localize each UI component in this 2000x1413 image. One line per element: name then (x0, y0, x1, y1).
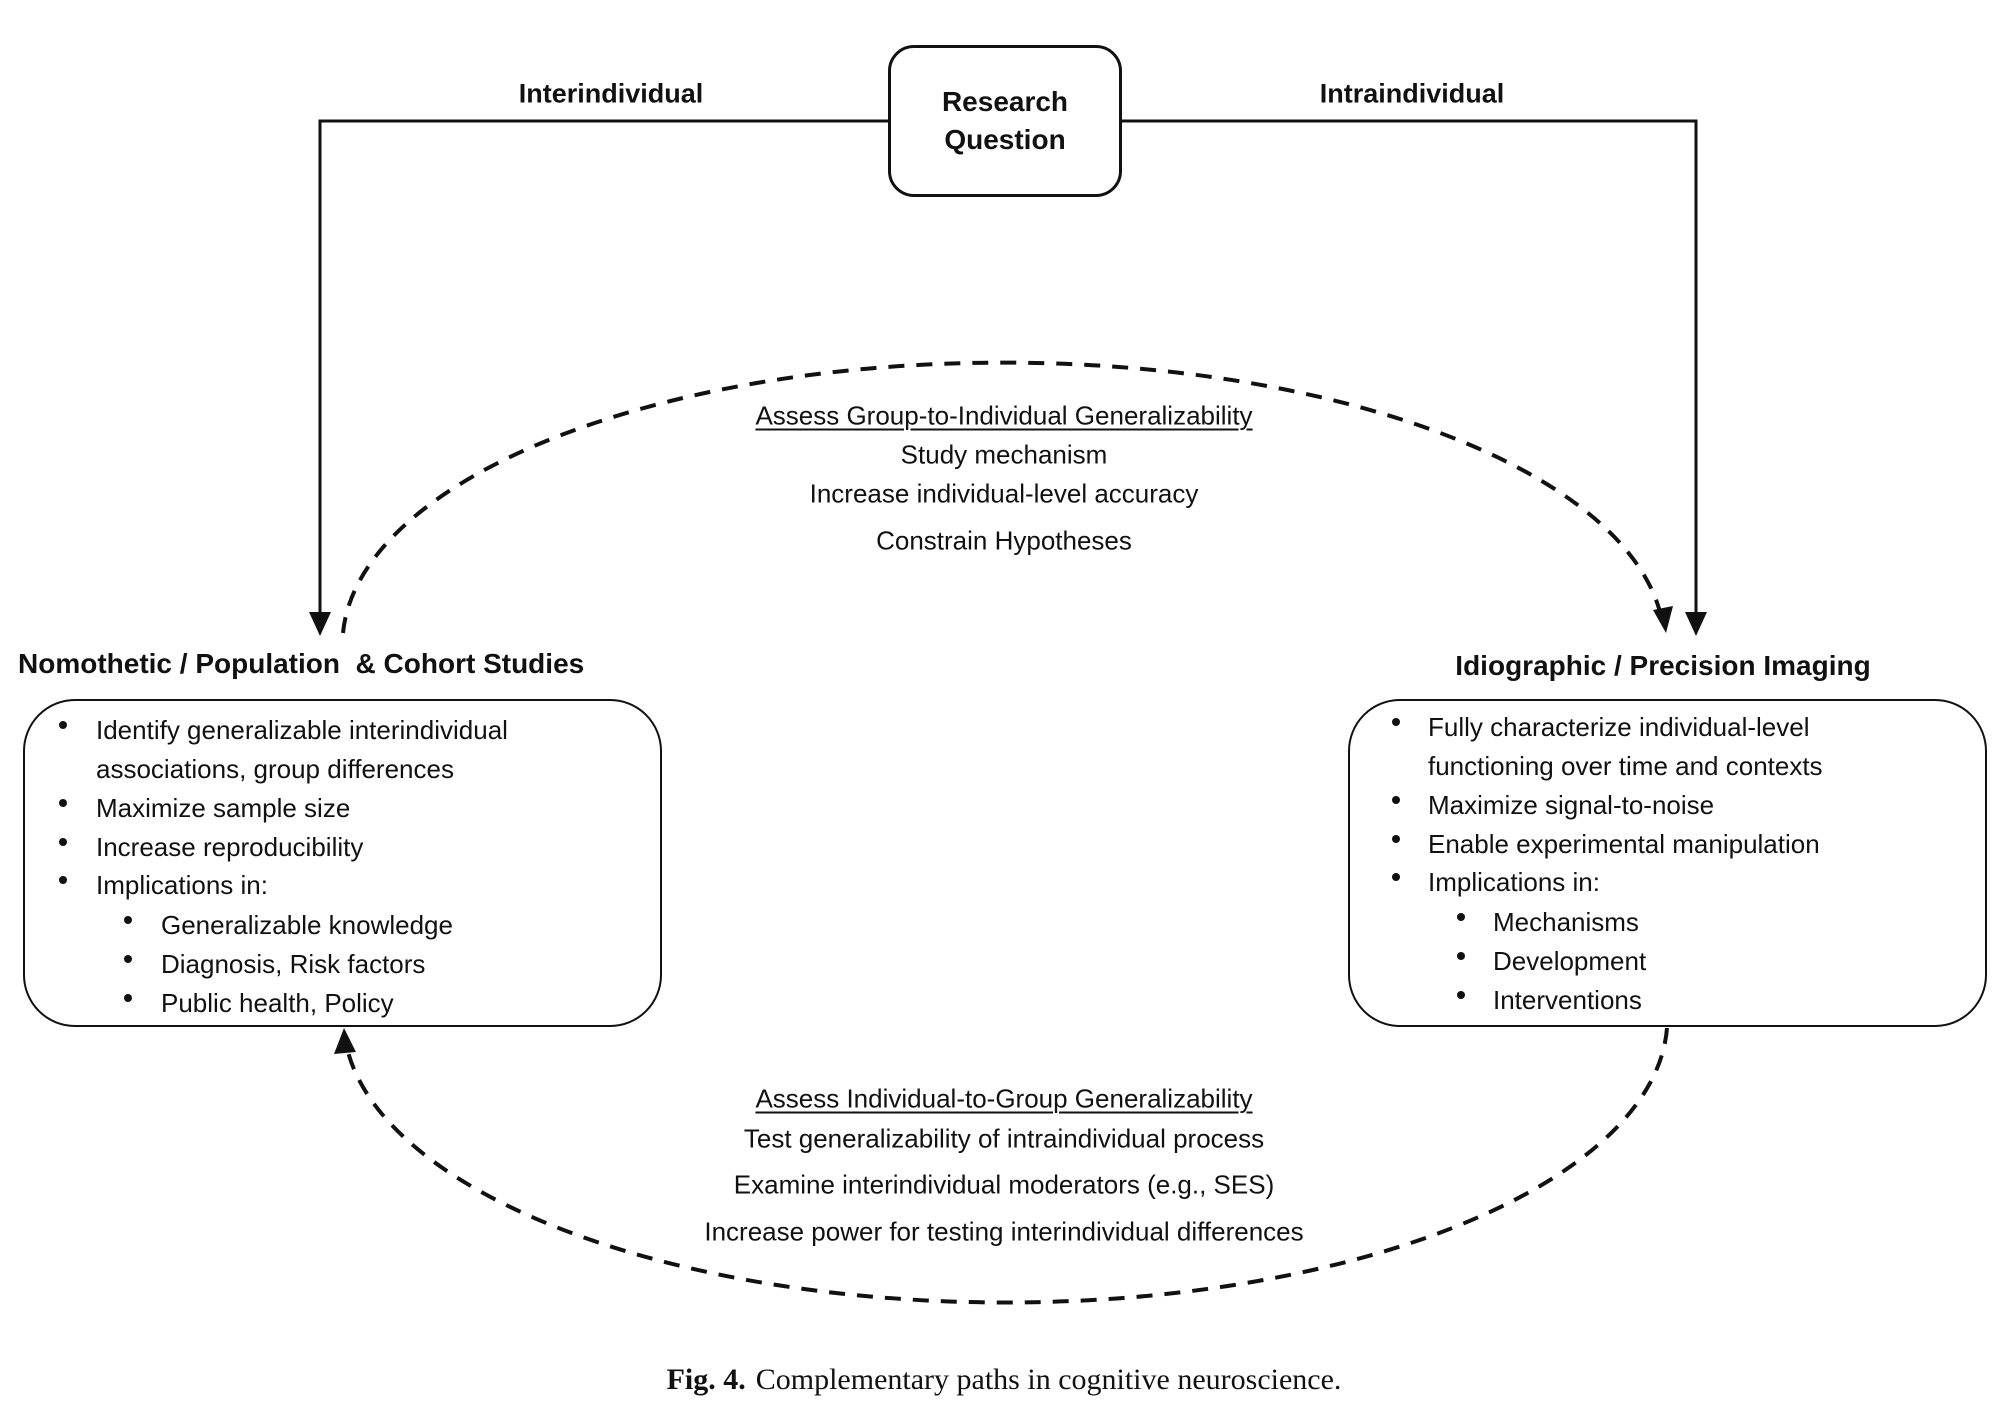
nomothetic-bullet-dot-icon (124, 916, 132, 924)
nomothetic-box (23, 699, 662, 1027)
research-question-node: Research Question (888, 45, 1122, 197)
individual-to-group-line: Examine interindividual moderators (e.g.… (733, 1169, 1275, 1200)
nomothetic-bullet-dot-icon (124, 994, 132, 1002)
idiographic-bullet-text: Implications in: (1428, 867, 1600, 897)
interindividual-connector (318, 119, 888, 612)
idiographic-heading: Idiographic / Precision Imaging (1455, 650, 1871, 681)
idiographic-bullet-dot-icon (1457, 952, 1465, 960)
idiographic-bullet-text: Interventions (1493, 985, 1642, 1015)
group-to-individual-line: Study mechanism (900, 439, 1108, 470)
group-to-individual-arrowhead (1653, 606, 1673, 633)
nomothetic-bullet-dot-icon (59, 838, 67, 846)
idiographic-bullet-dot-icon (1457, 913, 1465, 921)
nomothetic-heading: Nomothetic / Population & Cohort Studies (18, 648, 585, 679)
idiographic-bullet-dot-icon (1392, 873, 1400, 881)
figure-caption: Fig. 4. Complementary paths in cognitive … (667, 1363, 1342, 1397)
nomothetic-bullet-text: Maximize sample size (96, 793, 351, 823)
idiographic-bullet-text: Enable experimental manipulation (1428, 829, 1820, 859)
research-question-line1: Research (941, 86, 1069, 117)
nomothetic-bullet-dot-icon (59, 799, 67, 807)
individual-to-group-arc (346, 1027, 1669, 1305)
nomothetic-bullet-text: Public health, Policy (161, 988, 394, 1018)
idiographic-bullet-text: Maximize signal-to-noise (1428, 790, 1715, 820)
individual-to-group-title: Assess Individual-to-Group Generalizabil… (755, 1083, 1253, 1114)
nomothetic-bullet-text: Diagnosis, Risk factors (161, 949, 426, 979)
interindividual-label: Interindividual (518, 78, 704, 109)
nomothetic-bullet-text: Implications in: (96, 870, 268, 900)
idiographic-bullet-text: Development (1493, 946, 1647, 976)
idiographic-bullet-text: functioning over time and contexts (1428, 751, 1823, 781)
intraindividual-label: Intraindividual (1319, 78, 1505, 109)
nomothetic-bullet-text: Increase reproducibility (96, 832, 364, 862)
intraindividual-arrowhead (1685, 612, 1707, 636)
nomothetic-bullet-text: Identify generalizable interindividual (96, 715, 508, 745)
interindividual-arrowhead (309, 612, 331, 636)
idiographic-box (1348, 699, 1987, 1027)
intraindividual-connector (1122, 119, 1698, 612)
nomothetic-bullet-text: associations, group differences (96, 754, 454, 784)
idiographic-bullet-dot-icon (1392, 796, 1400, 804)
group-to-individual-line: Constrain Hypotheses (876, 525, 1132, 556)
idiographic-bullet-dot-icon (1392, 835, 1400, 843)
idiographic-bullet-dot-icon (1457, 991, 1465, 999)
nomothetic-bullet-text: Generalizable knowledge (161, 910, 453, 940)
idiographic-bullet-text: Fully characterize individual-level (1428, 712, 1810, 742)
figure-label: Fig. 4. (666, 1363, 746, 1396)
research-question-line2: Question (944, 124, 1066, 155)
figure-caption-text: Complementary paths in cognitive neurosc… (755, 1363, 1342, 1396)
individual-to-group-line: Test generalizability of intraindividual… (743, 1123, 1265, 1154)
group-to-individual-arc (341, 360, 1662, 634)
nomothetic-bullet-dot-icon (124, 955, 132, 963)
group-to-individual-line: Increase individual-level accuracy (809, 478, 1199, 509)
nomothetic-bullet-dot-icon (59, 876, 67, 884)
group-to-individual-title: Assess Group-to-Individual Generalizabil… (755, 400, 1253, 431)
individual-to-group-arrowhead (334, 1028, 356, 1054)
idiographic-bullet-text: Mechanisms (1493, 907, 1639, 937)
nomothetic-bullet-dot-icon (59, 721, 67, 729)
individual-to-group-line: Increase power for testing interindividu… (704, 1216, 1304, 1247)
idiographic-bullet-dot-icon (1392, 718, 1400, 726)
